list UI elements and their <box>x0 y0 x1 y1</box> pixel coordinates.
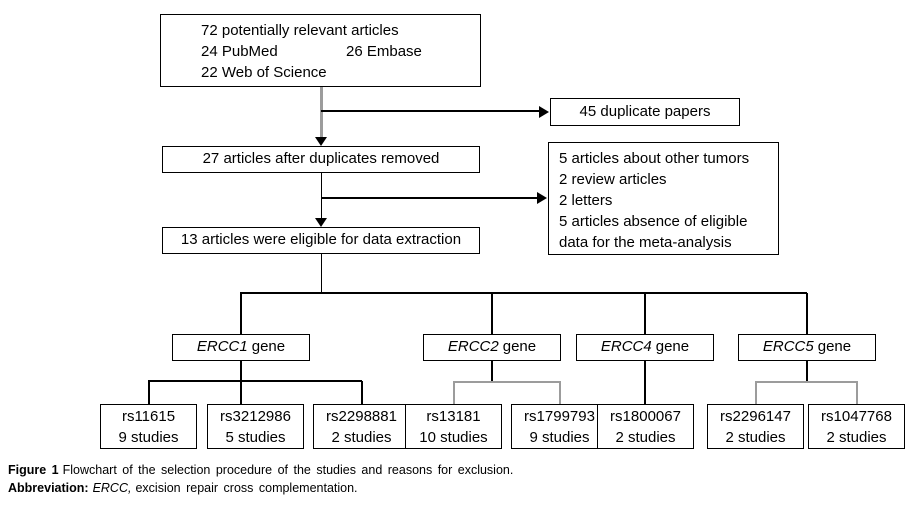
arrow-down-icon <box>315 137 327 146</box>
connector-line <box>320 87 323 138</box>
connector-line <box>320 173 322 219</box>
snp-id: rs1800067 <box>610 408 681 425</box>
connector-line <box>755 381 858 383</box>
snp-id: rs1799793 <box>524 408 595 425</box>
snp-id: rs1047768 <box>821 408 892 425</box>
identification-pubmed: 24 PubMed <box>201 43 278 60</box>
snp-box-rs1799793: rs1799793 9 studies <box>511 404 608 449</box>
snp-id: rs2298881 <box>326 408 397 425</box>
connector-line <box>491 293 493 334</box>
abbreviation-caption: Abbreviation:ERCC,excision repair cross … <box>8 481 358 496</box>
connector-line <box>856 382 858 404</box>
arrow-right-icon <box>537 192 547 204</box>
connector-line <box>321 197 537 199</box>
connector-line <box>148 380 362 382</box>
snp-studies: 2 studies <box>331 429 392 446</box>
connector-line <box>148 381 150 404</box>
connector-line <box>559 382 561 404</box>
connector-line <box>806 293 808 334</box>
gene-label: gene <box>251 338 286 355</box>
identification-wos: 22 Web of Science <box>201 64 327 81</box>
arrow-right-icon <box>539 106 549 118</box>
gene-name: ERCC5 <box>762 338 814 355</box>
identification-embase: 26 Embase <box>346 43 422 60</box>
snp-studies: 9 studies <box>118 429 179 446</box>
connector-line <box>240 292 807 294</box>
snp-studies: 2 studies <box>725 429 786 446</box>
snp-id: rs3212986 <box>220 408 291 425</box>
snp-box-rs11615: rs11615 9 studies <box>100 404 197 449</box>
identification-sources-row: 24 PubMed 26 Embase <box>201 41 474 62</box>
snp-id: rs13181 <box>426 408 481 425</box>
connector-line <box>321 110 539 112</box>
connector-line <box>240 381 242 404</box>
snp-id: rs2296147 <box>720 408 791 425</box>
snp-box-rs3212986: rs3212986 5 studies <box>207 404 304 449</box>
gene-label: gene <box>655 338 690 355</box>
gene-name: ERCC4 <box>600 338 652 355</box>
exclusion-reason: 5 articles absence of eligible data for … <box>559 213 748 251</box>
snp-box-rs2298881: rs2298881 2 studies <box>313 404 410 449</box>
gene-label: gene <box>502 338 537 355</box>
connector-line <box>644 293 646 334</box>
connector-line <box>240 293 242 334</box>
connector-line <box>453 381 561 383</box>
abbreviation-label: Abbreviation: <box>8 481 89 495</box>
identification-box: 72 potentially relevant articles 24 PubM… <box>160 14 481 87</box>
connector-line <box>491 361 493 382</box>
snp-box-rs1047768: rs1047768 2 studies <box>808 404 905 449</box>
snp-box-rs1800067: rs1800067 2 studies <box>597 404 694 449</box>
connector-line <box>453 382 455 404</box>
snp-studies: 5 studies <box>225 429 286 446</box>
exclusion-reason: 2 letters <box>559 192 613 209</box>
after-duplicates-box: 27 articles after duplicates removed <box>162 146 480 173</box>
identification-total: 72 potentially relevant articles <box>201 22 399 39</box>
abbreviation-gene: ERCC, <box>92 481 132 495</box>
snp-box-rs13181: rs13181 10 studies <box>405 404 502 449</box>
connector-line <box>806 361 808 382</box>
exclusion-reason: 2 review articles <box>559 171 667 188</box>
gene-name: ERCC2 <box>447 338 499 355</box>
snp-studies: 2 studies <box>615 429 676 446</box>
exclusion-reason: 5 articles about other tumors <box>559 150 750 167</box>
connector-line <box>320 254 322 293</box>
gene-label: gene <box>817 338 852 355</box>
figure-caption-text: Flowchart of the selection procedure of … <box>62 463 514 477</box>
connector-line <box>755 382 757 404</box>
abbreviation-text: excision repair cross complementation. <box>135 481 358 495</box>
connector-line <box>361 381 363 404</box>
eligible-box: 13 articles were eligible for data extra… <box>162 227 480 254</box>
connector-line <box>644 361 646 404</box>
snp-studies: 10 studies <box>419 429 488 446</box>
duplicates-box: 45 duplicate papers <box>550 98 740 126</box>
snp-id: rs11615 <box>121 408 176 425</box>
gene-name: ERCC1 <box>196 338 248 355</box>
snp-studies: 9 studies <box>529 429 590 446</box>
snp-studies: 2 studies <box>826 429 887 446</box>
connector-line <box>240 361 242 381</box>
figure-caption-label: Figure 1 <box>8 463 59 477</box>
snp-box-rs2296147: rs2296147 2 studies <box>707 404 804 449</box>
arrow-down-icon <box>315 218 327 227</box>
exclusions-box: 5 articles about other tumors 2 review a… <box>548 142 779 255</box>
